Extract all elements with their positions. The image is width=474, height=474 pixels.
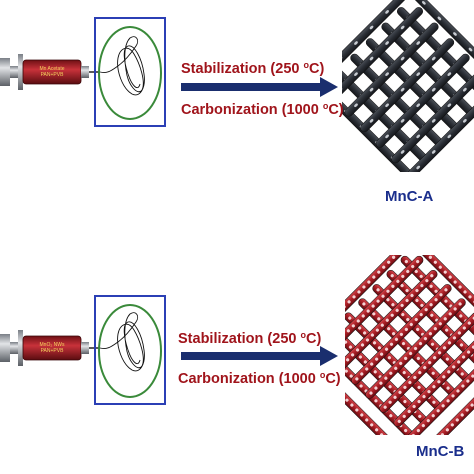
carbon-fiber-mesh-b <box>345 255 474 435</box>
carbonization-unit-b: C) <box>325 371 341 387</box>
fiber-strand <box>344 22 439 117</box>
fiber-strand <box>375 53 470 148</box>
fiber-strand <box>421 354 474 435</box>
fiber-strand <box>412 0 474 86</box>
carbonization-unit-a: C) <box>328 102 344 118</box>
syringe-label-a-line1: Mn Acetate <box>39 66 65 72</box>
jet-spiral-b <box>99 312 145 372</box>
fiber-strand <box>360 38 455 133</box>
carbonization-label-a: Carbonization (1000 oC) <box>181 101 344 118</box>
stabilization-label-b: Stabilization (250 oC) <box>178 330 321 347</box>
fiber-strand <box>406 84 474 172</box>
degree-sup: o <box>319 370 326 380</box>
syringe-flange <box>18 330 23 366</box>
syringe-tip <box>81 66 89 78</box>
syringe-plunger-end <box>0 58 10 86</box>
fiber-strand <box>365 298 466 399</box>
jet-spiral-a <box>99 36 145 96</box>
product-label-b: MnC-B <box>416 443 465 460</box>
syringe-label-a: Mn Acetate PAN+PVB <box>31 66 73 78</box>
stabilization-text-b: Stabilization (250 <box>178 331 301 347</box>
syringe-label-b-line1: MnO₂ NWs <box>39 342 65 348</box>
fiber-strand <box>345 354 403 435</box>
fiber-strand <box>407 340 474 435</box>
syringe-plunger-rod <box>10 342 18 354</box>
collector-frame-a <box>94 17 166 127</box>
fiber-strand <box>379 312 474 413</box>
fiber-strand <box>345 255 410 343</box>
syringe-plunger-rod <box>10 66 18 78</box>
row-b <box>0 255 474 435</box>
stabilization-unit-a: C) <box>308 61 325 77</box>
stabilization-text-a: Stabilization (250 <box>181 61 304 77</box>
process-arrow-head-a <box>320 77 338 97</box>
carbonization-text-b: Carbonization (1000 <box>178 371 320 387</box>
syringe-flange <box>18 54 23 90</box>
fiber-strand <box>391 69 474 164</box>
carbon-fiber-mesh-a <box>342 0 474 172</box>
fiber-strand <box>414 255 474 343</box>
fiber-strand <box>345 270 438 371</box>
fiber-strand <box>342 0 408 86</box>
fiber-strand <box>351 284 452 385</box>
syringe-plunger-end <box>0 334 10 362</box>
degree-sup: o <box>300 330 306 340</box>
process-arrow-head-b <box>320 346 338 366</box>
syringe-tip <box>81 342 89 354</box>
product-label-a: MnC-A <box>385 188 434 205</box>
fiber-strand <box>342 7 424 102</box>
fiber-strand <box>345 255 424 357</box>
collector-circle-b <box>98 304 162 398</box>
row-a <box>0 0 474 172</box>
syringe-label-b-line2: PAN+PVB <box>40 348 64 354</box>
syringe-label-b: MnO₂ NWs PAN+PVB <box>31 342 73 354</box>
syringe-label-a-line2: PAN+PVB <box>40 72 64 78</box>
degree-sup: o <box>322 101 329 111</box>
carbonization-text-a: Carbonization (1000 <box>181 102 323 118</box>
carbonization-label-b: Carbonization (1000 oC) <box>178 370 341 387</box>
collector-circle-a <box>98 26 162 120</box>
process-arrow-shaft-a <box>181 83 321 91</box>
fiber-strand <box>393 326 474 428</box>
process-arrow-shaft-b <box>181 352 321 360</box>
stabilization-label-a: Stabilization (250 oC) <box>181 60 324 77</box>
degree-sup: o <box>303 60 309 70</box>
stabilization-unit-b: C) <box>305 331 322 347</box>
collector-frame-b <box>94 295 166 405</box>
